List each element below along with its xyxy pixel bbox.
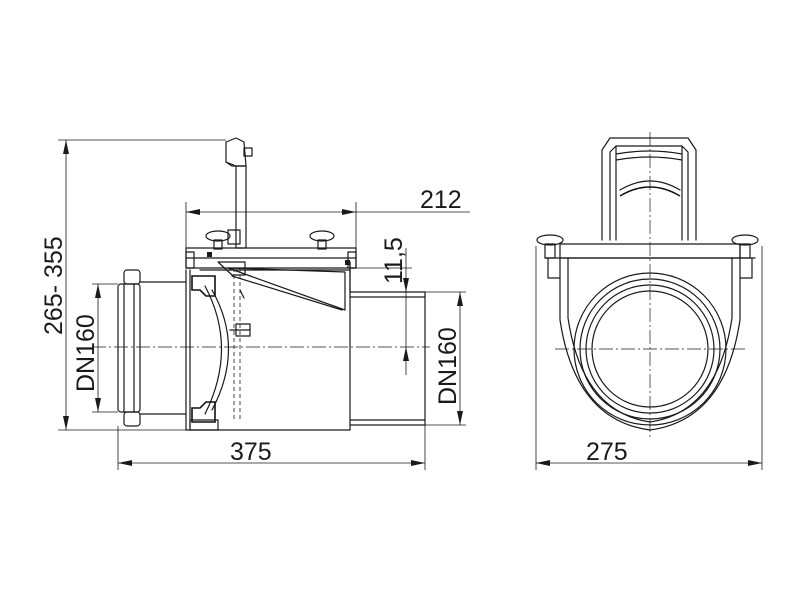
- inlet-dn-label: DN160: [72, 314, 100, 392]
- side-view: [92, 137, 430, 431]
- lid-knob-left: [205, 230, 231, 250]
- outlet-spigot: [349, 291, 426, 426]
- dimension-length: 375: [117, 425, 426, 470]
- front-view: [536, 132, 759, 440]
- handle-rod: [225, 137, 253, 249]
- dimension-inlet-dn: DN160: [72, 283, 118, 413]
- front-pipe-opening: [573, 272, 727, 426]
- backflow-flap: [217, 261, 346, 311]
- valve-body: [185, 261, 351, 431]
- length-label: 375: [230, 438, 272, 466]
- top-width-label: 212: [420, 186, 462, 214]
- front-knob-left: [536, 234, 564, 259]
- dimension-lid-offset: 11,5: [356, 237, 412, 375]
- dimension-outlet-dn: DN160: [425, 291, 466, 426]
- dimension-overall-height: 265- 355: [40, 139, 226, 431]
- lid-offset-label: 11,5: [380, 237, 408, 284]
- dimension-top-width: 212: [185, 186, 470, 248]
- front-knob-right: [731, 234, 759, 259]
- lid-knob-right: [309, 230, 335, 250]
- internal-linkage: [229, 268, 251, 420]
- outlet-dn-label: DN160: [434, 327, 462, 405]
- height-range-label: 265- 355: [40, 236, 68, 335]
- front-body: [559, 257, 741, 431]
- front-handle: [601, 137, 697, 241]
- width-label: 275: [586, 438, 628, 466]
- inlet-socket: [117, 269, 187, 427]
- cover-lid: [185, 247, 357, 269]
- dimension-width: 275: [535, 246, 763, 470]
